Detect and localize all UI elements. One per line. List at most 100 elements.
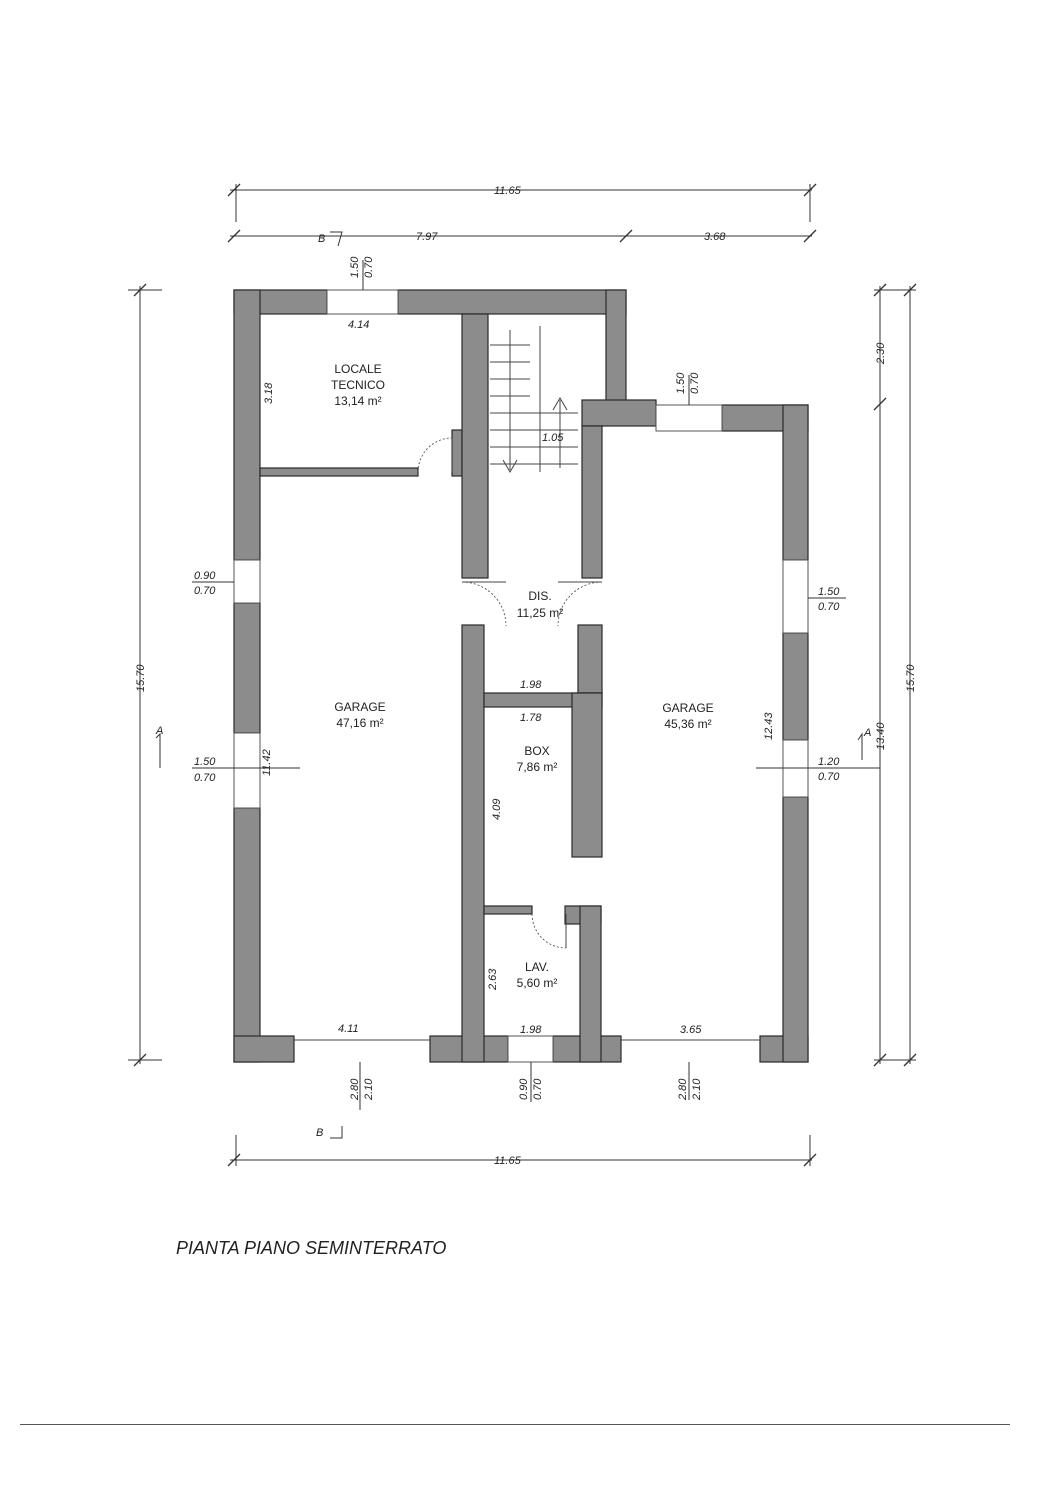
dim-right-lower: 13.40 xyxy=(875,722,887,750)
dim-lav-height: 2.63 xyxy=(487,968,499,991)
section-a-right-label: A xyxy=(863,727,871,739)
door-swing-dis-left xyxy=(461,581,507,627)
dimension-lines xyxy=(128,183,917,1167)
wall-right-a xyxy=(782,404,809,561)
dim-box-height: 4.09 xyxy=(491,799,503,820)
dim-dis-width: 1.98 xyxy=(520,679,542,691)
section-a-right-mark xyxy=(857,732,863,760)
opening-left-upper-w: 0.90 xyxy=(194,570,216,582)
window-left-lower xyxy=(233,732,261,809)
wall-lt-right xyxy=(451,429,463,477)
dim-top-right: 3.68 xyxy=(704,231,726,243)
opening-right-upper-h: 0.70 xyxy=(818,601,840,613)
opening-bottom-right-h: 2.10 xyxy=(691,1078,703,1101)
wall-right-b xyxy=(782,632,809,741)
room-lav-name: LAV. xyxy=(525,960,549,974)
openings xyxy=(233,289,809,1063)
wall-lav-top xyxy=(483,905,533,915)
opening-bottom-left-h: 2.10 xyxy=(363,1078,375,1101)
wall-spine-left-lower xyxy=(461,624,485,1063)
room-garage-left-area: 47,16 m² xyxy=(336,716,383,730)
stair-arrow-up-icon xyxy=(552,397,568,411)
opening-right-lower-h: 0.70 xyxy=(818,771,840,783)
dim-gr-height: 12.43 xyxy=(763,712,775,740)
dim-lt-height: 3.18 xyxy=(263,382,275,404)
opening-right-lower-w: 1.20 xyxy=(818,756,840,768)
dim-gl-height: 11.42 xyxy=(261,749,273,776)
wall-right-c xyxy=(782,796,809,1063)
window-left-upper xyxy=(233,559,261,604)
wall-left-a xyxy=(233,289,261,561)
wall-lt-bottom xyxy=(259,467,419,477)
room-dis-area: 11,25 m² xyxy=(517,606,563,620)
window-right-upper xyxy=(782,559,809,634)
door-swing-lav xyxy=(531,913,567,949)
opening-right-upper-w: 1.50 xyxy=(818,586,840,598)
room-locale-tecnico-name-1: LOCALE xyxy=(334,362,381,376)
opening-left-lower-h: 0.70 xyxy=(194,772,216,784)
section-b-bottom-label: B xyxy=(316,1127,323,1139)
opening-left-upper-h: 0.70 xyxy=(194,585,216,597)
doors xyxy=(417,437,603,949)
opening-top-left-w: 1.50 xyxy=(349,256,361,278)
dim-lt-width: 4.14 xyxy=(348,319,369,331)
room-lav-area: 5,60 m² xyxy=(517,976,558,990)
dim-stair-width: 1.05 xyxy=(542,432,564,444)
room-garage-right-area: 45,36 m² xyxy=(664,717,711,731)
wall-left-c xyxy=(233,807,261,1063)
wall-spine-right-upper xyxy=(581,425,603,579)
opening-left-lower-w: 1.50 xyxy=(194,756,216,768)
wall-left-b xyxy=(233,602,261,734)
section-b-top-mark xyxy=(330,231,343,247)
wall-stair-right xyxy=(605,289,627,406)
wall-box-right xyxy=(571,692,603,858)
dimension-labels: 11.65 7.97 3.68 11.65 15.70 15.70 2.30 1… xyxy=(135,185,917,1167)
door-swing-dis-right xyxy=(557,581,603,627)
dim-lav-width: 1.98 xyxy=(520,1024,542,1036)
dim-box-width: 1.78 xyxy=(520,712,542,724)
wall-bottom-left xyxy=(233,1035,295,1063)
dim-gr-width: 3.65 xyxy=(680,1024,702,1036)
window-bottom-mid xyxy=(507,1035,554,1063)
dim-top-left: 7.97 xyxy=(416,231,438,243)
stair-arrow-icon xyxy=(502,459,518,473)
dim-right-upper: 2.30 xyxy=(875,342,887,365)
room-garage-left-name: GARAGE xyxy=(334,700,385,714)
opening-bottom-mid-w: 0.90 xyxy=(518,1078,530,1100)
opening-bottom-mid-h: 0.70 xyxy=(532,1078,544,1100)
room-box-name: BOX xyxy=(524,744,549,758)
room-locale-tecnico-name-2: TECNICO xyxy=(331,378,385,392)
opening-top-right-w: 1.50 xyxy=(675,372,687,394)
dim-left-total: 15.70 xyxy=(135,664,147,692)
wall-lav-right xyxy=(579,905,602,1063)
section-a-left-mark xyxy=(155,732,161,758)
section-b-bottom-mark xyxy=(330,1126,343,1139)
room-dis-name: DIS. xyxy=(528,589,551,603)
section-a-left-label: A xyxy=(155,725,163,737)
dim-top-total: 11.65 xyxy=(494,185,522,197)
section-b-top-label: B xyxy=(318,233,325,245)
room-box-area: 7,86 m² xyxy=(517,760,558,774)
opening-bottom-left-w: 2.80 xyxy=(349,1078,361,1101)
wall-stair-step xyxy=(581,399,657,427)
room-garage-right-name: GARAGE xyxy=(662,701,713,715)
walls xyxy=(233,289,809,1063)
opening-top-left-h: 0.70 xyxy=(363,256,375,278)
wall-spine-left-upper xyxy=(461,313,489,579)
drawing-title: PIANTA PIANO SEMINTERRATO xyxy=(176,1238,447,1258)
dim-bottom-total: 11.65 xyxy=(494,1155,522,1167)
opening-top-right-h: 0.70 xyxy=(689,372,701,394)
door-swing-lt xyxy=(417,437,453,473)
opening-bottom-right-w: 2.80 xyxy=(677,1078,689,1101)
wall-top-left-b xyxy=(397,289,627,315)
dim-gl-width: 4.11 xyxy=(338,1023,359,1035)
wall-dis-right xyxy=(577,624,603,694)
dim-right-total: 15.70 xyxy=(905,664,917,692)
bottom-rule xyxy=(20,1424,1010,1425)
window-top-left xyxy=(326,289,399,315)
window-top-right xyxy=(655,404,723,432)
room-labels: LOCALE TECNICO 13,14 m² GARAGE 47,16 m² … xyxy=(331,362,714,990)
room-locale-tecnico-area: 13,14 m² xyxy=(334,394,381,408)
staircase xyxy=(490,326,578,473)
